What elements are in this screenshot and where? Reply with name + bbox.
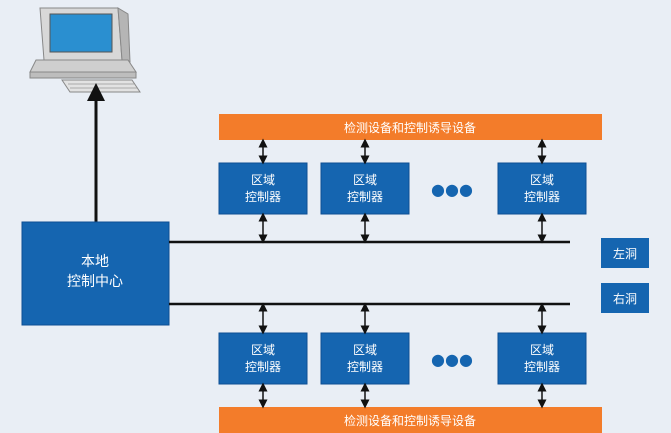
svg-text:控制器: 控制器 [524,360,560,374]
local-control-center: 本地 控制中心 [21,221,170,326]
svg-text:控制器: 控制器 [524,190,560,204]
svg-text:控制器: 控制器 [347,360,383,374]
top-bus-links [258,212,547,244]
svg-text:区域: 区域 [353,173,377,187]
left-tunnel-label: 左洞 [601,238,649,268]
bottom-bar-label: 检测设备和控制诱导设备 [344,413,476,428]
svg-text:区域: 区域 [251,173,275,187]
svg-text:区域: 区域 [251,343,275,357]
svg-text:控制器: 控制器 [245,190,281,204]
top-controller-2: 区域 控制器 [320,162,410,215]
top-controller-1: 区域 控制器 [218,162,308,215]
bottom-controller-2: 区域 控制器 [320,332,410,385]
svg-text:区域: 区域 [353,343,377,357]
computer-icon [29,7,141,93]
top-ellipsis: ●●● [431,180,473,199]
svg-text:区域: 区域 [530,343,554,357]
svg-text:左洞: 左洞 [613,246,637,261]
bottom-ellipsis: ●●● [431,350,473,369]
top-device-bar: 检测设备和控制诱导设备 [219,114,602,140]
center-label-1: 本地 [81,254,109,270]
bottom-controller-3: 区域 控制器 [497,332,587,385]
svg-text:控制器: 控制器 [245,360,281,374]
bottom-controller-1: 区域 控制器 [218,332,308,385]
top-controller-3: 区域 控制器 [497,162,587,215]
svg-text:控制器: 控制器 [347,190,383,204]
svg-text:区域: 区域 [530,173,554,187]
bottom-bus-links [258,302,547,335]
right-tunnel-label: 右洞 [601,283,649,313]
svg-text:右洞: 右洞 [613,291,637,306]
bottom-bar-links [258,382,547,409]
top-bar-label: 检测设备和控制诱导设备 [344,120,476,135]
center-label-2: 控制中心 [67,274,123,290]
bottom-device-bar: 检测设备和控制诱导设备 [219,407,602,433]
top-bar-links [258,138,547,165]
